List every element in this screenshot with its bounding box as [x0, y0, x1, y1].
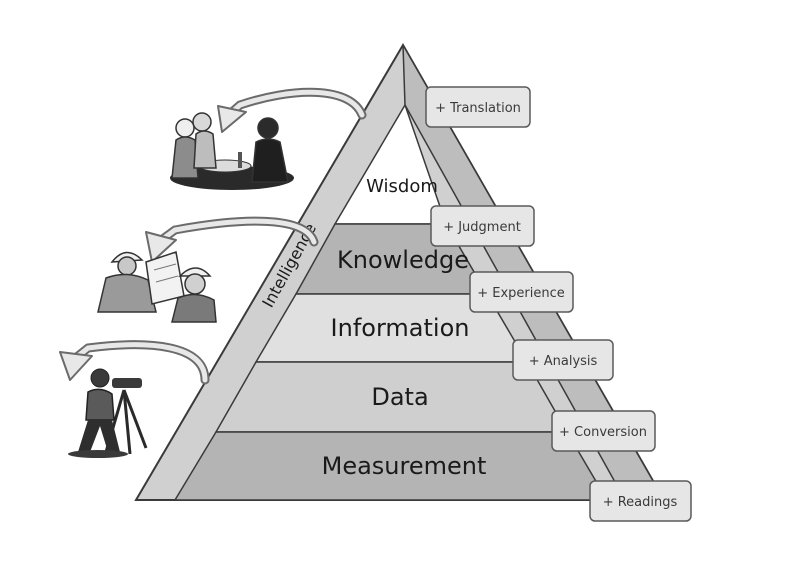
- tag-analysis: + Analysis: [512, 339, 614, 381]
- level-label-information: Information: [331, 314, 470, 342]
- meeting-people-icon: [170, 112, 294, 190]
- tag-conversion: + Conversion: [551, 410, 656, 452]
- tag-readings: + Readings: [589, 480, 692, 522]
- tag-judgment: + Judgment: [430, 205, 535, 247]
- tag-judgment-label: + Judgment: [443, 220, 521, 235]
- level-label-data: Data: [371, 383, 428, 411]
- tag-conversion-label: + Conversion: [559, 425, 647, 440]
- tag-experience: + Experience: [469, 271, 574, 313]
- tag-translation: + Translation: [425, 86, 531, 128]
- tag-readings-label: + Readings: [603, 495, 678, 510]
- level-label-knowledge: Knowledge: [337, 246, 469, 274]
- arrow-to-surveyor: [59, 340, 210, 385]
- tag-analysis-label: + Analysis: [529, 354, 598, 369]
- construction-workers-icon: [97, 251, 217, 323]
- tag-experience-label: + Experience: [477, 286, 565, 301]
- surveyor-icon: [68, 368, 148, 458]
- tag-translation-label: + Translation: [435, 101, 521, 116]
- level-label-measurement: Measurement: [322, 452, 487, 480]
- arrow-to-workers: [145, 216, 319, 263]
- level-label-wisdom: Wisdom: [366, 176, 438, 197]
- arrow-to-meeting: [217, 87, 367, 133]
